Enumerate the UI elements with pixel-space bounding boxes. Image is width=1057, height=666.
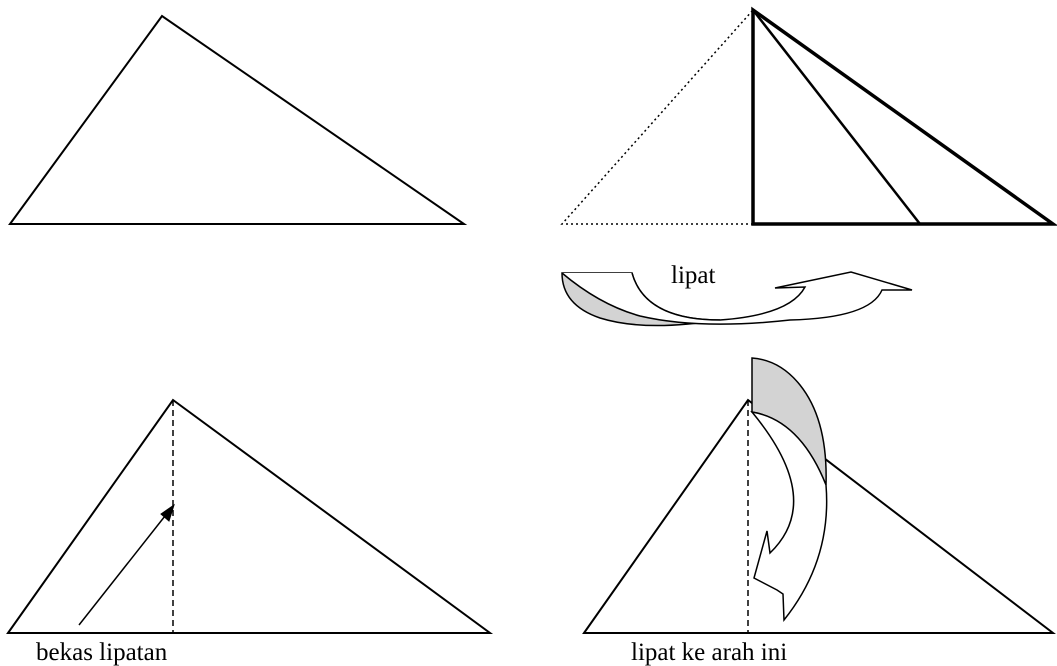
fold-label: lipat bbox=[671, 262, 715, 289]
panel-folded-triangle bbox=[560, 6, 1057, 226]
fold-direction-triangle bbox=[582, 398, 1056, 634]
folded-part-outline bbox=[751, 6, 1057, 226]
crease-pointer-arrow-line bbox=[78, 515, 166, 626]
unfolded-part-dotted-outline bbox=[560, 9, 754, 225]
panel-crease-triangle bbox=[6, 398, 494, 634]
panel-original-triangle bbox=[8, 14, 468, 225]
fold-direction-label: lipat ke arah ini bbox=[631, 639, 787, 666]
panel-fold-direction bbox=[582, 357, 1056, 634]
crease-triangle bbox=[6, 398, 494, 634]
crease-label: bekas lipatan bbox=[36, 639, 168, 666]
original-triangle bbox=[8, 14, 468, 225]
fold-arrow-body bbox=[561, 271, 913, 325]
crease-pointer-arrowhead-icon bbox=[160, 503, 175, 522]
folded-edge-line bbox=[752, 9, 921, 225]
fold-arrow-icon bbox=[561, 271, 913, 327]
fold-down-arrow-body bbox=[750, 410, 828, 623]
fold-down-arrow-icon bbox=[750, 357, 828, 623]
